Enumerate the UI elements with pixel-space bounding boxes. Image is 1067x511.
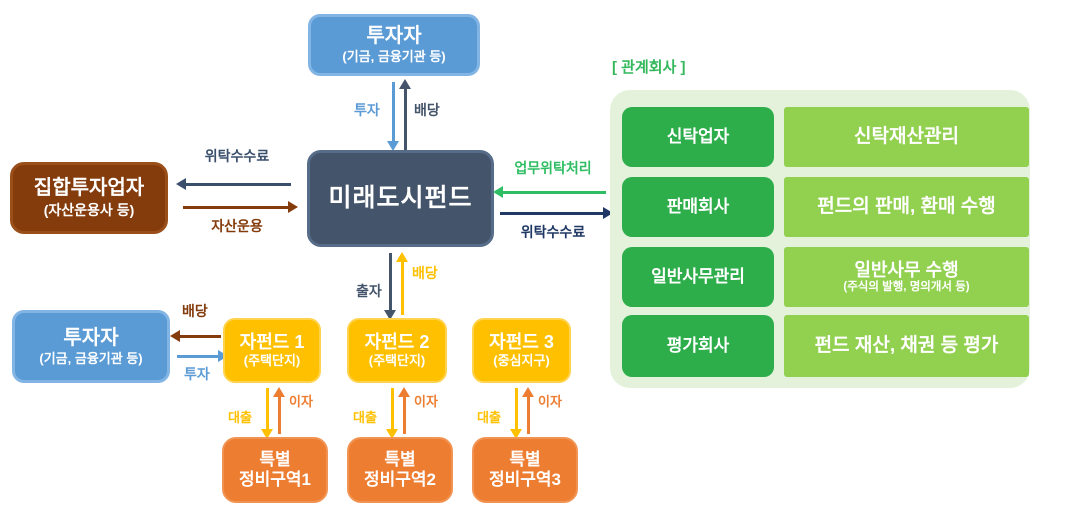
invest-bottom-arrow [177,350,228,362]
fee-right-arrow [500,207,613,219]
related-row-label-distributor: 판매회사 [622,177,774,237]
interest-label-2: 이자 [414,394,438,409]
loan-arrow-2 [386,388,398,439]
zone-2-box: 특별 정비구역2 [347,437,453,503]
asset-manager-subtitle: (자산운용사 등) [43,202,135,219]
related-row-desc-admin: 일반사무 수행 (주식의 발행, 명의개서 등) [784,247,1029,307]
loan-label-2: 대출 [353,410,377,425]
subfund-2-box: 자펀드 2 (주택단지) [347,318,447,383]
dividend-bottom-label: 배당 [182,303,208,319]
appraiser-desc: 펀드 재산, 채권 등 평가 [814,335,999,357]
subfund-1-box: 자펀드 1 (주택단지) [223,318,321,383]
fee-left-arrow [176,178,291,190]
subfund-3-subtitle: (중심지구) [493,352,550,368]
related-row-desc-distributor: 펀드의 판매, 환매 수행 [784,177,1029,237]
subfund-1-title: 자펀드 1 [239,332,305,353]
interest-label-3: 이자 [538,394,562,409]
subfund-1-subtitle: (주택단지) [243,352,301,368]
delegation-arrow [493,186,606,198]
dividend-top-label: 배당 [414,102,440,118]
trustee-desc: 신탁재산관리 [854,126,959,148]
investor-top-box: 투자자 (기금, 금융기관 등) [308,14,480,76]
fee-left-label: 위탁수수료 [204,148,270,164]
investor-bottom-subtitle: (기금, 금융기관 등) [39,350,143,366]
zone-1-line2: 정비구역1 [238,470,311,489]
interest-label-1: 이자 [289,394,313,409]
loan-arrow-3 [510,388,522,439]
invest-bottom-label: 투자 [184,366,210,382]
related-row-desc-trustee: 신탁재산관리 [784,107,1029,167]
interest-arrow-1 [273,387,285,434]
contribution-arrow [384,253,396,320]
interest-arrow-3 [522,387,534,434]
asset-management-arrow [183,201,298,213]
zone-2-line2: 정비구역2 [363,470,436,489]
dividend-bottom-arrow [170,330,221,342]
zone-3-box: 특별 정비구역3 [472,437,578,503]
zone-1-line1: 특별 [259,450,291,470]
zone-3-line2: 정비구역3 [488,470,561,489]
admin-desc-sub: (주식의 발행, 명의개서 등) [843,281,970,294]
interest-arrow-2 [398,387,410,434]
fund-title: 미래도시펀드 [328,184,473,213]
loan-arrow-1 [261,388,273,439]
zone-3-line1: 특별 [509,450,541,470]
distributor-desc: 펀드의 판매, 환매 수행 [817,196,996,218]
dividend-mid-arrow [396,252,408,315]
subfund-2-subtitle: (주택단지) [368,352,426,368]
loan-label-3: 대출 [477,410,501,425]
investor-top-title: 투자자 [366,25,422,48]
investor-top-subtitle: (기금, 금융기관 등) [342,49,446,65]
subfund-2-title: 자펀드 2 [364,332,430,353]
zone-2-line1: 특별 [384,450,416,470]
subfund-3-box: 자펀드 3 (중심지구) [472,318,571,383]
related-row-label-admin: 일반사무관리 [622,247,774,307]
admin-desc: 일반사무 수행 [854,259,959,280]
investor-bottom-title: 투자자 [63,326,119,349]
invest-top-label: 투자 [354,102,380,118]
dividend-mid-label: 배당 [412,265,438,281]
asset-manager-title: 집합투자업자 [33,177,145,200]
contribution-label: 출자 [356,283,382,299]
delegation-label: 업무위탁처리 [514,160,592,176]
asset-management-label: 자산운용 [211,218,263,234]
admin-label: 일반사무관리 [651,267,745,287]
related-companies-header: [ 관계회사 ] [612,59,686,76]
distributor-label: 판매회사 [666,197,730,217]
loan-label-1: 대출 [228,410,252,425]
zone-1-box: 특별 정비구역1 [222,437,328,503]
asset-manager-box: 집합투자업자 (자산운용사 등) [10,162,168,234]
fee-right-label: 위탁수수료 [520,224,586,240]
related-row-label-trustee: 신탁업자 [622,107,774,167]
related-row-label-appraiser: 평가회사 [622,315,774,377]
trustee-label: 신탁업자 [666,127,730,147]
subfund-3-title: 자펀드 3 [489,332,554,353]
dividend-top-arrow [399,79,411,150]
invest-top-arrow [387,82,399,151]
appraiser-label: 평가회사 [666,336,730,356]
fund-box: 미래도시펀드 [307,150,494,247]
investor-bottom-box: 투자자 (기금, 금융기관 등) [12,310,170,383]
related-row-desc-appraiser: 펀드 재산, 채권 등 평가 [784,315,1029,377]
